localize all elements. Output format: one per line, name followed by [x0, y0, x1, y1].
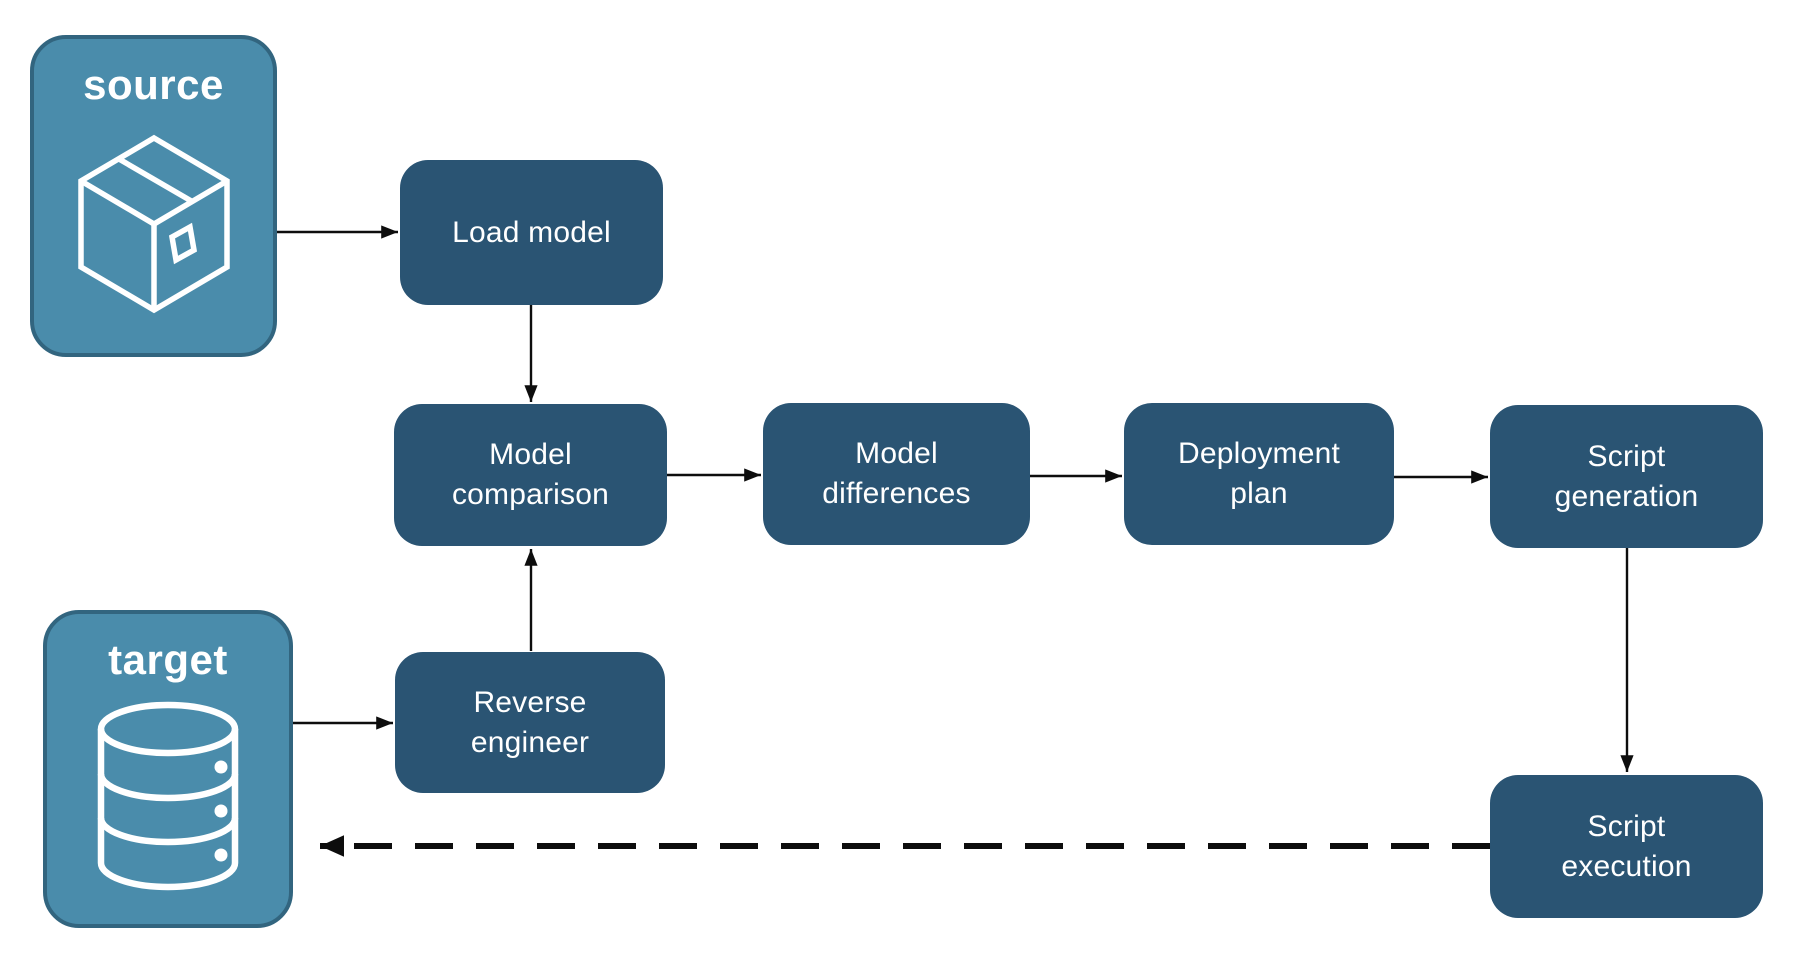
- package-icon: [34, 109, 273, 353]
- source-label: source: [83, 61, 224, 108]
- node-load-model: Load model: [400, 160, 663, 305]
- node-deployment-plan: Deployment plan: [1124, 403, 1394, 545]
- target-container: target: [43, 610, 293, 928]
- target-label: target: [108, 636, 228, 683]
- node-reverse-engineer: Reverse engineer: [395, 652, 665, 793]
- database-icon: [47, 684, 289, 924]
- node-model-comparison: Model comparison: [394, 404, 667, 546]
- source-container: source: [30, 35, 277, 357]
- node-script-execution: Script execution: [1490, 775, 1763, 918]
- node-model-differences: Model differences: [763, 403, 1030, 545]
- node-script-generation: Script generation: [1490, 405, 1763, 548]
